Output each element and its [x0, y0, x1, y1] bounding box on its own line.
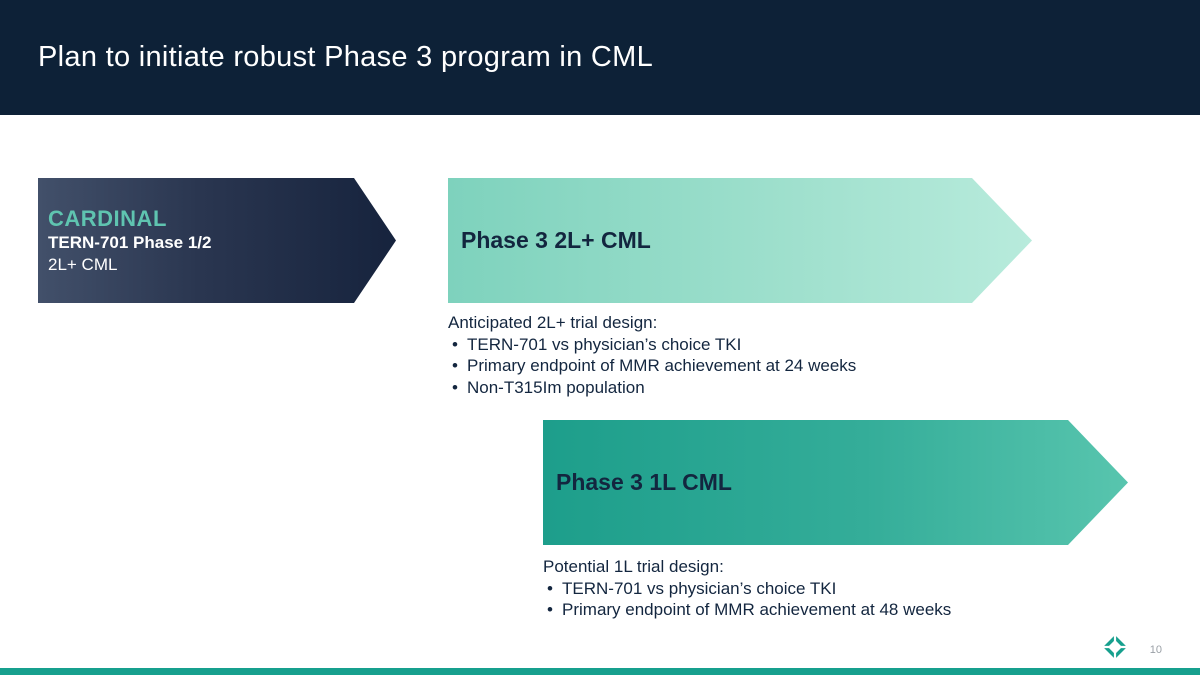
phase3-2l-design-heading: Anticipated 2L+ trial design: [448, 313, 658, 332]
phase3-1l-bullet-list: TERN-701 vs physician’s choice TKI Prima… [543, 578, 1103, 621]
bottom-accent-bar [0, 668, 1200, 675]
phase3-1l-label: Phase 3 1L CML [556, 469, 732, 495]
bullet-item: TERN-701 vs physician’s choice TKI [543, 578, 1103, 600]
bullet-item: TERN-701 vs physician’s choice TKI [448, 334, 1008, 356]
bullet-item: Primary endpoint of MMR achievement at 2… [448, 355, 1008, 377]
cardinal-arrow: CARDINAL TERN-701 Phase 1/2 2L+ CML [38, 178, 396, 303]
cardinal-population: 2L+ CML [48, 255, 118, 274]
bullet-item: Primary endpoint of MMR achievement at 4… [543, 599, 1103, 621]
phase3-1l-design-block: Potential 1L trial design: TERN-701 vs p… [543, 556, 1103, 621]
terns-logo-icon [1102, 634, 1128, 660]
phase3-2l-arrow: Phase 3 2L+ CML [448, 178, 1032, 303]
cardinal-title: CARDINAL [48, 206, 167, 231]
phase3-2l-label: Phase 3 2L+ CML [461, 227, 651, 253]
bullet-item: Non-T315Im population [448, 377, 1008, 399]
slide-title: Plan to initiate robust Phase 3 program … [38, 41, 654, 73]
header-band: Plan to initiate robust Phase 3 program … [0, 0, 1200, 115]
phase3-2l-bullet-list: TERN-701 vs physician’s choice TKI Prima… [448, 334, 1008, 399]
phase3-1l-design-heading: Potential 1L trial design: [543, 557, 724, 576]
cardinal-text-block: CARDINAL TERN-701 Phase 1/2 2L+ CML [48, 205, 211, 276]
phase3-1l-arrow: Phase 3 1L CML [543, 420, 1128, 545]
cardinal-subtitle: TERN-701 Phase 1/2 [48, 233, 212, 252]
page-number: 10 [1149, 644, 1162, 656]
phase3-2l-design-block: Anticipated 2L+ trial design: TERN-701 v… [448, 312, 1008, 398]
